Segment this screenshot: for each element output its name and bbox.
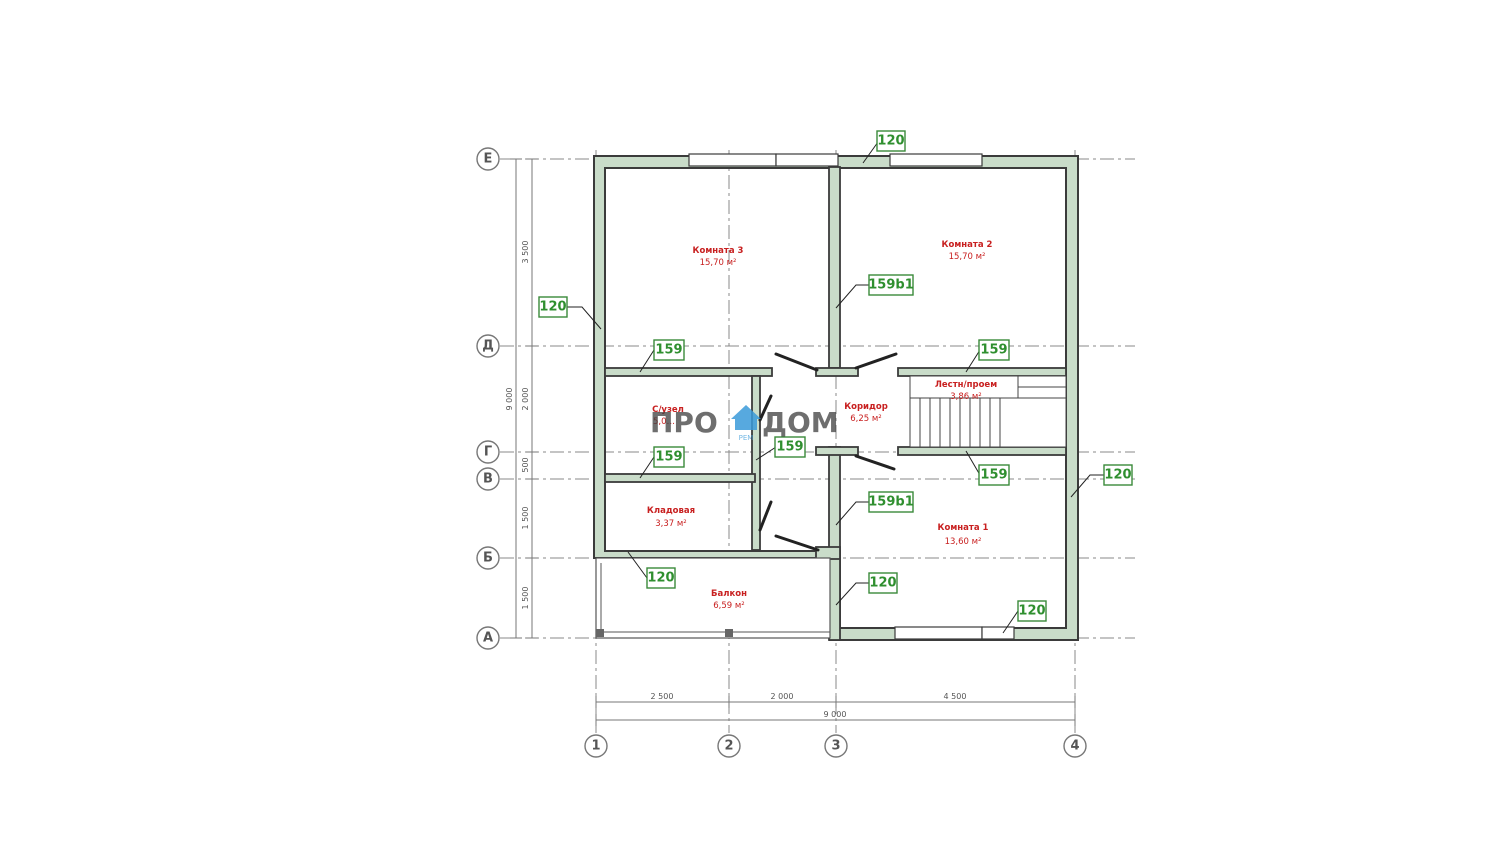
vdim-3: 500 [521,457,530,472]
storage-name: Кладовая [647,506,695,516]
hdim-1: 2 500 [651,692,674,701]
tag-corridor-left: 159 [776,440,803,455]
wall-room1-left [828,446,841,641]
vdim-5: 1 500 [521,587,530,610]
vdim-1: 3 500 [521,241,530,264]
room2-name: Комната 2 [942,240,993,250]
wall-room3-room2 [828,166,841,369]
bath-name: С/узел [652,405,684,415]
axis-label-d: Д [482,339,494,354]
wall-room3-bottom [604,367,773,377]
room3-name: Комната 3 [693,246,744,256]
wall-bath-storage [604,473,756,483]
tag-room1-bottom: 120 [1018,604,1045,619]
tag-room3-bottom: 159 [655,343,682,358]
tag-top: 120 [877,134,904,149]
room-labels: Комната 3 15,70 м² Комната 2 15,70 м² С/… [647,240,997,611]
axis-label-a: А [483,631,493,646]
vdim-4: 1 500 [521,507,530,530]
axis-label-4: 4 [1070,739,1079,754]
vdim-2: 2 000 [521,388,530,411]
corridor-area: 6,25 м² [850,414,881,424]
corridor-name: Коридор [844,402,888,412]
bath-area: 5,0… [653,417,675,427]
tag-room1-left: 159b1 [868,495,914,510]
hdim-2: 2 000 [771,692,794,701]
tag-room2-left: 159b1 [868,278,914,293]
room2-area: 15,70 м² [949,252,986,262]
vertical-dimensions: 3 500 2 000 500 1 500 1 500 9 000 [505,158,538,639]
watermark-left: ПРО [650,406,718,439]
house-icon [731,405,761,430]
axis-label-g: Г [484,445,492,460]
watermark-logo: ПРО РЕМ ДОМ [650,405,839,442]
tag-balcony-right: 120 [869,576,896,591]
room1-name: Комната 1 [938,523,989,533]
tag-stair-bottom: 159 [980,468,1007,483]
balcony-outline [595,557,831,639]
room1-area: 13,60 м² [945,537,982,547]
tag-stair-top: 159 [980,343,1007,358]
hdim-3: 4 500 [944,692,967,701]
doors [758,352,898,552]
wall-bath-right [751,375,761,551]
axis-label-b: Б [483,551,493,566]
vdim-total: 9 000 [505,388,514,411]
tag-bath-bottom: 159 [655,450,682,465]
axis-label-v: В [483,472,493,487]
hdim-total: 9 000 [824,710,847,719]
staircase [909,375,1067,448]
wall-tags: 120 120 159 159b1 159 159 159 159 120 15… [538,130,1133,634]
room3-area: 15,70 м² [700,258,737,268]
balcony-area: 6,59 м² [713,601,744,611]
windows [688,153,1015,640]
axis-label-1: 1 [591,739,600,754]
watermark-small: РЕМ [739,434,754,442]
storage-area: 3,37 м² [655,519,686,529]
horizontal-dimensions: 2 500 2 000 4 500 9 000 [595,692,1076,726]
stairs-name: Лестн/проем [935,380,997,390]
tag-storage-bottom: 120 [647,571,674,586]
axis-label-3: 3 [831,739,840,754]
axis-number-labels: 1 2 3 4 [584,734,1087,758]
axis-label-e: Е [484,152,493,167]
axis-letter-labels: Е Д Г В Б А [476,147,500,650]
tag-right: 120 [1104,468,1131,483]
tag-left: 120 [539,300,566,315]
wall-stair-bottom [897,446,1067,456]
stairs-area: 3,86 м² [950,392,981,402]
watermark-right: ДОМ [762,406,839,439]
balcony-name: Балкон [711,589,747,599]
wall-stair-top [897,367,1067,377]
axis-label-2: 2 [724,739,733,754]
